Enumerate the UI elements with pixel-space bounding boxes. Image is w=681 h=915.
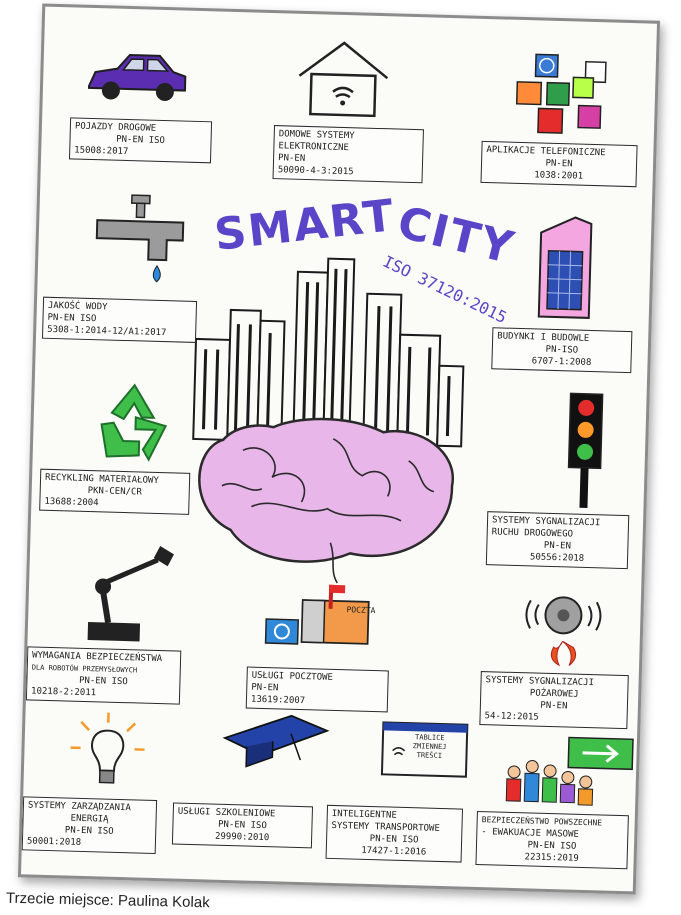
- label-buildings: BUDYNKI I BUDOWLE PN-ISO 6707-1:2008: [491, 327, 633, 374]
- city-brain-illustration: [192, 257, 465, 584]
- label-robot-safety: WYMAGANIA BEZPIECZEŃSTWA DLA ROBOTÓW PRZ…: [25, 646, 182, 705]
- label-water-quality: JAKOŚĆ WODY PN-EN ISO 5308-1:2014-12/A1:…: [41, 296, 198, 343]
- traffic-light-icon: [567, 392, 604, 508]
- variable-sign-text: TABLICE ZMIENNEJ TREŚCI: [412, 733, 447, 760]
- label-road-vehicles: POJAZDY DROGOWE PN-EN ISO 15008:2017: [68, 117, 213, 164]
- caption: Trzecie miejsce: Paulina Kolak: [5, 889, 210, 912]
- car-icon: [87, 53, 187, 101]
- evacuation-icon: [505, 736, 634, 806]
- mailbox-icon: [264, 584, 370, 645]
- label-training: USŁUGI SZKOLENIOWE PN-EN ISO 29990:2010: [171, 802, 314, 849]
- building-icon: [537, 216, 593, 319]
- label-phone-apps: APLIKACJE TELEFONICZNE PN-EN 1038:2001: [480, 140, 638, 188]
- poster-sheet: SMART CITY ISO 37120:2015: [17, 3, 661, 895]
- label-energy: SYSTEMY ZARZĄDZANIA ENERGIĄ PN-EN ISO 50…: [21, 796, 158, 855]
- label-fire-alarm: SYSTEMY SYGNALIZACJI POŻAROWEJ PN-EN 54-…: [479, 671, 629, 730]
- label-postal: USŁUGI POCZTOWE PN-EN 13619:2007: [245, 666, 389, 713]
- fire-alarm-icon: [525, 596, 602, 667]
- mailbox-label: POCZTA: [346, 605, 376, 616]
- variable-sign-icon: [380, 721, 469, 778]
- label-recycling: RECYKLING MATERIAŁOWY PKN-CEN/CR 13688:2…: [39, 468, 191, 515]
- recycle-icon: [100, 383, 168, 462]
- faucet-icon: [95, 194, 185, 283]
- label-home-systems: DOMOWE SYSTEMY ELEKTRONICZNE PN-EN 50090…: [272, 125, 424, 184]
- graduation-cap-icon: [222, 714, 330, 768]
- label-transport: INTELIGENTNE SYSTEMY TRANSPORTOWE PN-EN …: [325, 804, 464, 863]
- label-evacuation: BEZPIECZEŃSTWO POWSZECHNE - EWAKUACJE MA…: [475, 810, 629, 870]
- apps-icon: [515, 53, 607, 134]
- label-traffic-signals: SYSTEMY SYGNALIZACJI RUCHU DROGOWEGO PN-…: [485, 511, 630, 570]
- light-bulb-icon: [70, 712, 145, 784]
- smart-home-icon: [298, 41, 389, 118]
- robot-arm-icon: [87, 546, 174, 642]
